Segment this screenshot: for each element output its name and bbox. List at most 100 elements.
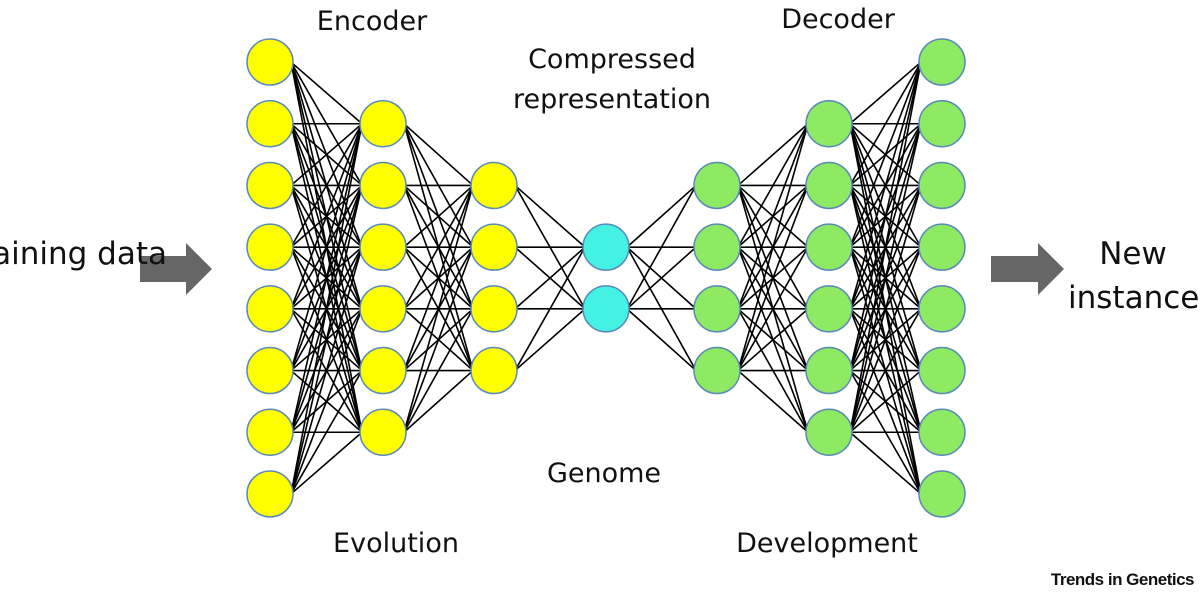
edge [514, 246, 586, 310]
decoder-output-node [918, 408, 966, 456]
genome-label: Genome [546, 458, 662, 489]
edge [403, 369, 474, 433]
edge [849, 431, 922, 495]
edge [849, 61, 922, 248]
edge [849, 123, 922, 433]
output-arrow-icon [991, 243, 1064, 295]
encoder-hidden-1-node [359, 408, 407, 456]
decoder-hidden-2-node [805, 223, 853, 271]
edge [514, 184, 586, 248]
edge [737, 246, 809, 371]
encoder-hidden-2-node [470, 161, 518, 210]
encoder-input-node [246, 161, 294, 210]
edge [737, 123, 809, 310]
decoder-hidden-2-node [805, 346, 853, 395]
encoder-hidden-2-node [470, 346, 518, 395]
edge [849, 61, 922, 125]
decoder-output-node [918, 223, 966, 271]
encoder-hidden-1-node [359, 100, 407, 148]
bottleneck-node [582, 223, 630, 271]
nodes [246, 38, 966, 518]
edge [514, 246, 586, 371]
edge [626, 308, 697, 372]
edge [403, 184, 474, 248]
encoder-input-node [246, 346, 294, 395]
encoder-input-node [246, 470, 294, 518]
edge [737, 123, 809, 248]
edge [849, 185, 922, 433]
brand-logo: Trends in Genetics [1050, 570, 1195, 589]
edge [403, 185, 474, 433]
edge [290, 185, 363, 495]
input-label: Training data [0, 236, 167, 272]
edge [403, 246, 474, 433]
decoder-hidden-2-node [805, 161, 853, 210]
encoder-hidden-1-node [359, 285, 407, 333]
decoder-hidden-2-node [805, 100, 853, 148]
edge [403, 123, 474, 187]
decoder-hidden-1-node [693, 346, 741, 395]
edge [849, 369, 922, 433]
edge [849, 61, 922, 186]
edge [290, 123, 363, 433]
input-arrow-icon [140, 243, 212, 295]
edge [290, 308, 363, 495]
edge [403, 185, 474, 310]
edge [737, 185, 809, 371]
edge [849, 61, 922, 371]
encoder-input-node [246, 223, 294, 271]
edge [849, 246, 922, 433]
edge [290, 123, 363, 495]
decoder-output-node [918, 285, 966, 333]
encoder-input-node [246, 38, 294, 86]
decoder-hidden-1-node [693, 285, 741, 333]
compressed-representation-label: Compressed representation [512, 44, 712, 115]
edge [849, 61, 922, 433]
edges [290, 61, 922, 495]
decoder-output-node [918, 38, 966, 86]
edge [626, 184, 697, 248]
edge [626, 185, 697, 310]
edge [403, 185, 474, 371]
encoder-hidden-1-node [359, 223, 407, 271]
edge [849, 308, 922, 433]
edge [737, 308, 809, 372]
edge [737, 369, 809, 433]
decoder-hidden-2-node [805, 408, 853, 456]
output-label: New instances [1068, 236, 1200, 316]
encoder-hidden-2-node [470, 285, 518, 333]
edge [290, 123, 363, 310]
decoder-output-node [918, 346, 966, 395]
edge [290, 123, 363, 248]
encoder-hidden-1-node [359, 346, 407, 395]
encoder-hidden-2-node [470, 223, 518, 271]
decoder-label: Decoder [781, 4, 895, 35]
evolution-label: Evolution [333, 528, 459, 559]
edge [290, 61, 363, 125]
development-label: Development [736, 528, 918, 559]
edge [290, 123, 363, 187]
decoder-hidden-1-node [693, 223, 741, 271]
decoder-hidden-1-node [693, 161, 741, 210]
edge [290, 246, 363, 495]
encoder-input-node [246, 408, 294, 456]
edge [737, 123, 809, 187]
edge [290, 431, 363, 495]
edge [290, 123, 363, 371]
encoder-input-node [246, 285, 294, 333]
decoder-output-node [918, 100, 966, 148]
encoder-input-node [246, 100, 294, 148]
edge [514, 308, 586, 372]
encoder-hidden-1-node [359, 161, 407, 210]
edge [737, 123, 809, 371]
decoder-output-node [918, 470, 966, 518]
decoder-output-node [918, 161, 966, 210]
decoder-hidden-2-node [805, 285, 853, 333]
bottleneck-node [582, 285, 630, 333]
edge [626, 246, 697, 310]
edge [849, 61, 922, 310]
edge [290, 370, 363, 495]
edge [403, 308, 474, 433]
